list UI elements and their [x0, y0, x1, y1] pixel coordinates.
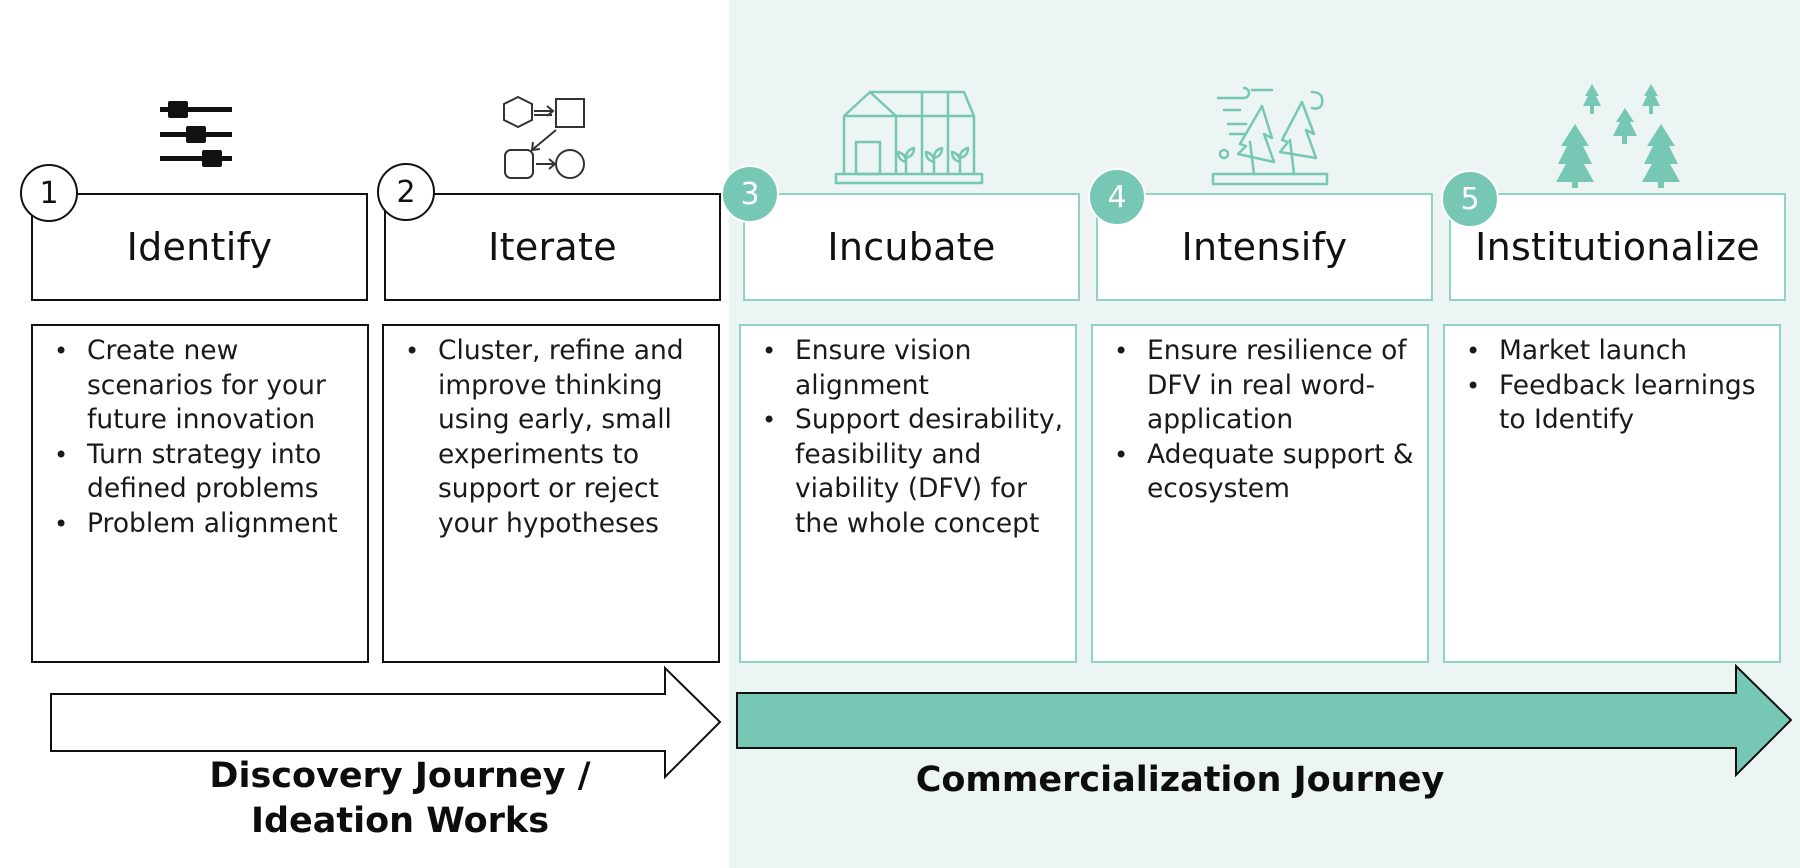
stage-3-number: 3	[721, 165, 779, 223]
bullet-item: Adequate support & ecosystem	[1111, 438, 1417, 507]
stage-4-details: Ensure resilience of DFV in real word-ap…	[1091, 324, 1429, 663]
forest-icon	[1556, 84, 1680, 188]
bullet-item: Feedback learnings to Identify	[1463, 369, 1769, 438]
bullet-list: Ensure vision alignment Support desirabi…	[759, 334, 1065, 541]
stage-title-text: Iterate	[488, 225, 617, 269]
stage-title-text: Identify	[126, 225, 273, 269]
stage-5-details: Market launch Feedback learnings to Iden…	[1443, 324, 1781, 663]
discovery-arrow	[50, 665, 722, 780]
greenhouse-icon	[834, 90, 984, 185]
bullet-list: Ensure resilience of DFV in real word-ap…	[1111, 334, 1417, 507]
bullet-list: Market launch Feedback learnings to Iden…	[1463, 334, 1769, 438]
stage-1-number: 1	[20, 164, 78, 222]
bullet-item: Turn strategy into defined problems	[51, 438, 357, 507]
bullet-list: Create new scenarios for your future inn…	[51, 334, 357, 541]
stage-4-title: Intensify	[1096, 193, 1433, 301]
discovery-label-line1: Discovery Journey /	[209, 756, 591, 796]
stage-5-number: 5	[1441, 170, 1499, 228]
stage-3-title: Incubate	[743, 193, 1080, 301]
bullet-item: Problem alignment	[51, 507, 357, 542]
bullet-item: Support desirability, feasibility and vi…	[759, 403, 1065, 541]
stage-3-details: Ensure vision alignment Support desirabi…	[739, 324, 1077, 663]
sliders-icon	[160, 101, 232, 167]
discovery-journey-label: Discovery Journey / Ideation Works	[120, 754, 680, 844]
commercialization-journey-label: Commercialization Journey	[915, 760, 1445, 800]
stage-4-number: 4	[1088, 168, 1146, 226]
bullet-item: Ensure vision alignment	[759, 334, 1065, 403]
windy-trees-icon	[1211, 86, 1329, 186]
bullet-list: Cluster, refine and improve thinking usi…	[402, 334, 708, 541]
bullet-item: Cluster, refine and improve thinking usi…	[402, 334, 708, 541]
stage-2-details: Cluster, refine and improve thinking usi…	[382, 324, 720, 663]
bullet-item: Ensure resilience of DFV in real word-ap…	[1111, 334, 1417, 438]
stage-1-details: Create new scenarios for your future inn…	[31, 324, 369, 663]
stage-2-number: 2	[377, 163, 435, 221]
stage-1-title: Identify	[31, 193, 368, 301]
stage-title-text: Intensify	[1181, 225, 1348, 269]
bullet-item: Market launch	[1463, 334, 1769, 369]
discovery-label-line2: Ideation Works	[250, 801, 550, 841]
commercialization-arrow	[736, 663, 1793, 778]
stage-title-text: Institutionalize	[1475, 225, 1760, 269]
stage-2-title: Iterate	[384, 193, 721, 301]
stage-5-title: Institutionalize	[1449, 193, 1786, 301]
bullet-item: Create new scenarios for your future inn…	[51, 334, 357, 438]
flow-shapes-icon	[503, 95, 585, 179]
stage-title-text: Incubate	[827, 225, 996, 269]
